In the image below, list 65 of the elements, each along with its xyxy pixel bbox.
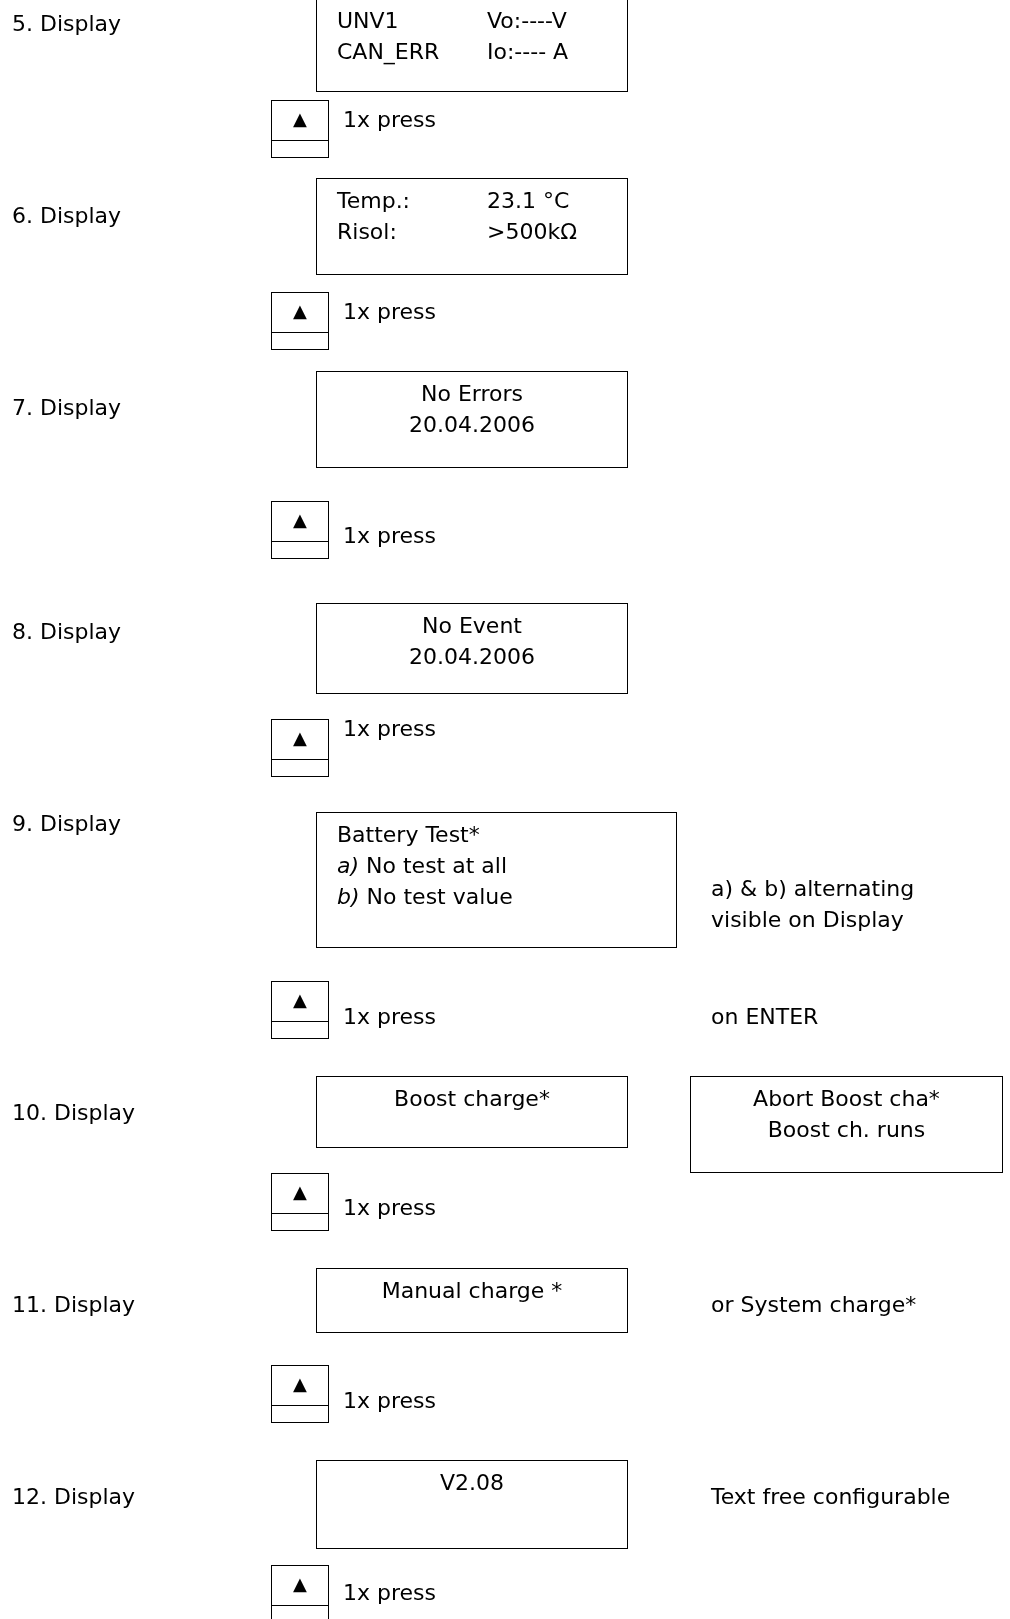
up-button [271,1173,329,1231]
step-label: 8. Display [12,618,122,646]
step-label: 10. Display [12,1099,136,1127]
display-text: Temp.: [337,187,412,215]
step-label: 11. Display [12,1291,136,1319]
press-instruction: 1x press [343,1003,436,1031]
step-label: 9. Display [12,810,122,838]
up-button [271,1565,329,1619]
display-screen [316,178,628,275]
up-button [271,100,329,158]
up-arrow-icon: ▲ [272,726,328,750]
up-arrow-icon: ▲ [272,107,328,131]
display-text: 20.04.2006 [408,411,536,439]
display-text: Battery Test* [337,821,481,849]
display-text: Risol: [337,218,398,246]
display-text: CAN_ERR [337,38,441,67]
press-instruction: 1x press [343,715,436,743]
press-instruction: 1x press [343,522,436,550]
up-button [271,719,329,777]
display-screen [316,0,628,92]
step-label: 12. Display [12,1483,136,1511]
up-arrow-icon: ▲ [272,1372,328,1396]
display-text: Manual charge * [380,1277,564,1305]
display-text: Vo:----V [487,7,568,35]
step-label: 7. Display [12,394,122,422]
display-screen [316,1460,628,1549]
display-text: UNV1 [337,7,400,35]
press-instruction: 1x press [343,1579,436,1607]
display-text: Io:---- A [487,38,570,66]
display-screen [316,371,628,468]
up-arrow-icon: ▲ [272,1180,328,1204]
up-arrow-icon: ▲ [272,508,328,532]
display-text: V2.08 [438,1469,505,1497]
display-text: No Event [421,612,523,640]
up-arrow-icon: ▲ [272,299,328,323]
up-button [271,1365,329,1423]
note: Text free configurable [711,1483,951,1511]
display-text: a) No test at all [337,852,509,880]
display-screen [690,1076,1003,1173]
display-text: Boost ch. runs [766,1116,927,1144]
display-screen [316,1076,628,1148]
note: or System charge* [711,1291,917,1319]
press-instruction: 1x press [343,106,436,134]
up-arrow-icon: ▲ [272,988,328,1012]
up-arrow-icon: ▲ [272,1572,328,1596]
display-text: 20.04.2006 [408,643,536,671]
display-text: 23.1 °C [487,187,571,215]
up-button [271,981,329,1039]
press-instruction: 1x press [343,1194,436,1222]
display-screen [316,812,677,948]
display-text: Boost charge* [393,1085,551,1113]
note: on ENTER [711,1003,819,1031]
display-text: No Errors [420,380,524,408]
press-instruction: 1x press [343,298,436,326]
display-text: >500kΩ [487,218,578,246]
display-screen [316,603,628,694]
up-button [271,501,329,559]
note: a) & b) alternating visible on Display [711,875,916,934]
display-text: Abort Boost cha* [752,1085,941,1113]
up-button [271,292,329,350]
press-instruction: 1x press [343,1387,436,1415]
display-screen [316,1268,628,1333]
display-text: b) No test value [337,883,514,911]
step-label: 5. Display [12,10,122,38]
step-label: 6. Display [12,202,122,230]
